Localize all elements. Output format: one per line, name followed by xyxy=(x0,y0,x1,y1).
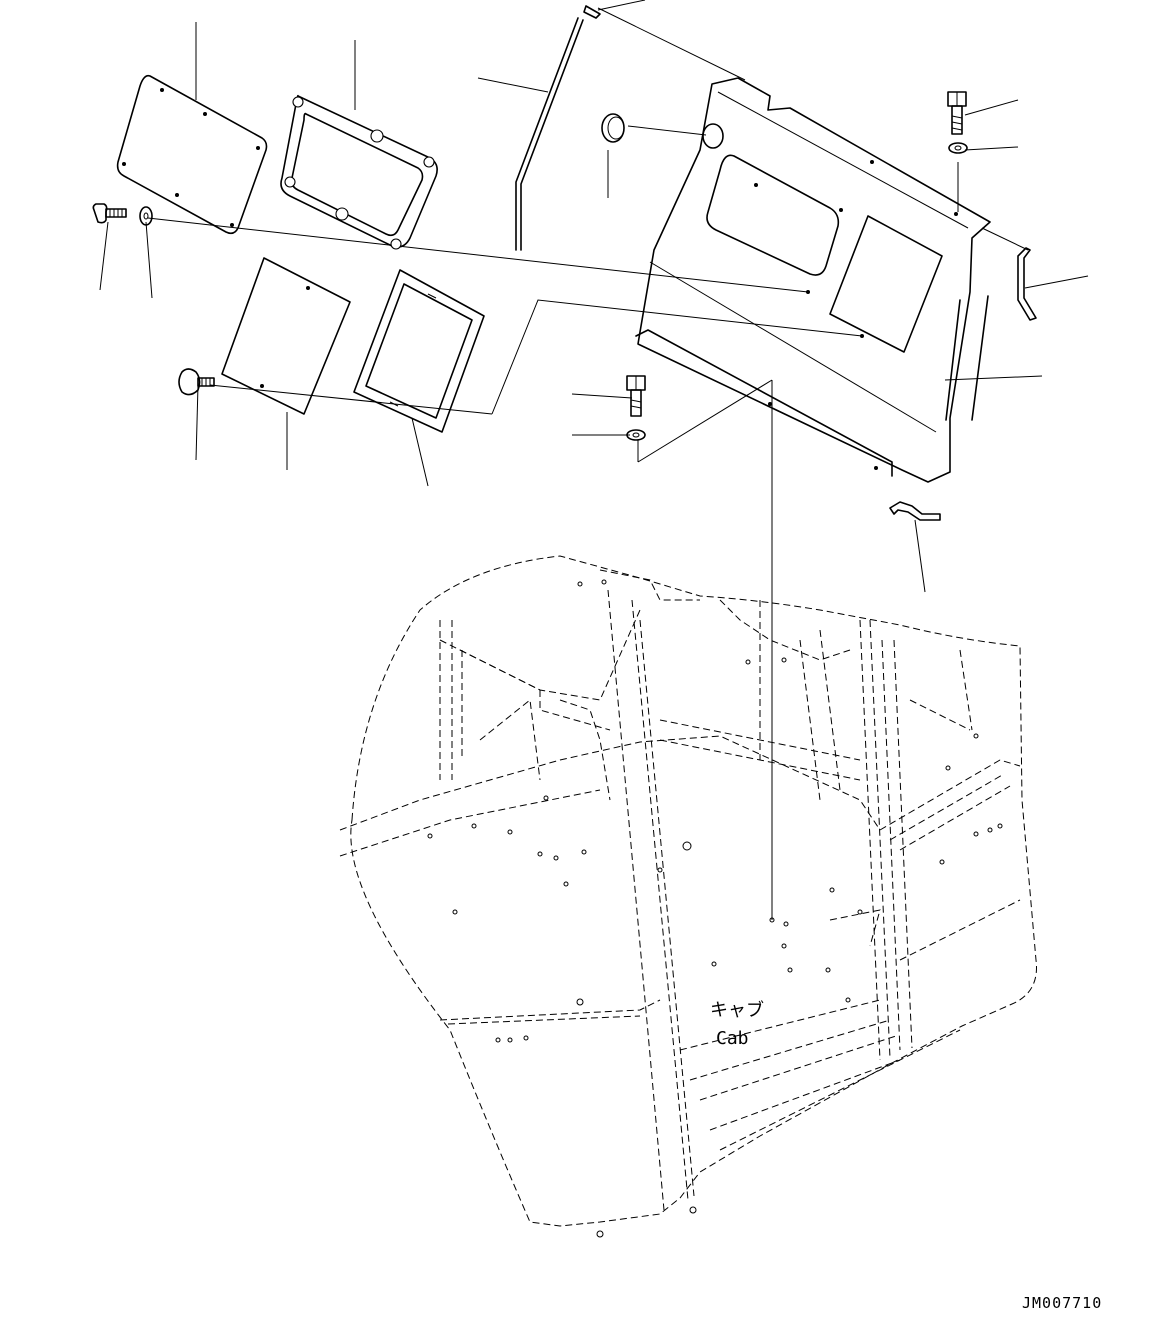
cab-label-en: Cab xyxy=(716,1028,749,1049)
bolt-icon-2 xyxy=(626,375,646,417)
seal-strip-icon xyxy=(515,5,601,251)
cover-plate-icon-2 xyxy=(221,257,351,415)
gasket-icon-2 xyxy=(353,269,485,433)
clip-icon xyxy=(1017,247,1037,321)
screw-icon xyxy=(92,203,127,224)
drawing-code: JM007710 xyxy=(1022,1294,1102,1312)
washer-icon-2 xyxy=(948,142,968,154)
panel-icon xyxy=(635,77,991,483)
gasket-icon xyxy=(280,94,438,250)
washer-icon-3 xyxy=(626,429,646,441)
cover-plate-icon xyxy=(116,74,268,235)
floor-holes xyxy=(427,579,1003,1238)
leader-lines xyxy=(99,0,1089,920)
cab-frame xyxy=(339,555,1037,1238)
cab-label-jp: キャブ xyxy=(710,999,764,1021)
grommet-icon xyxy=(601,113,625,143)
washer-icon xyxy=(139,206,153,226)
knob-screw-icon xyxy=(178,368,215,396)
clip-icon-2 xyxy=(889,501,941,521)
bolt-icon xyxy=(947,91,967,135)
